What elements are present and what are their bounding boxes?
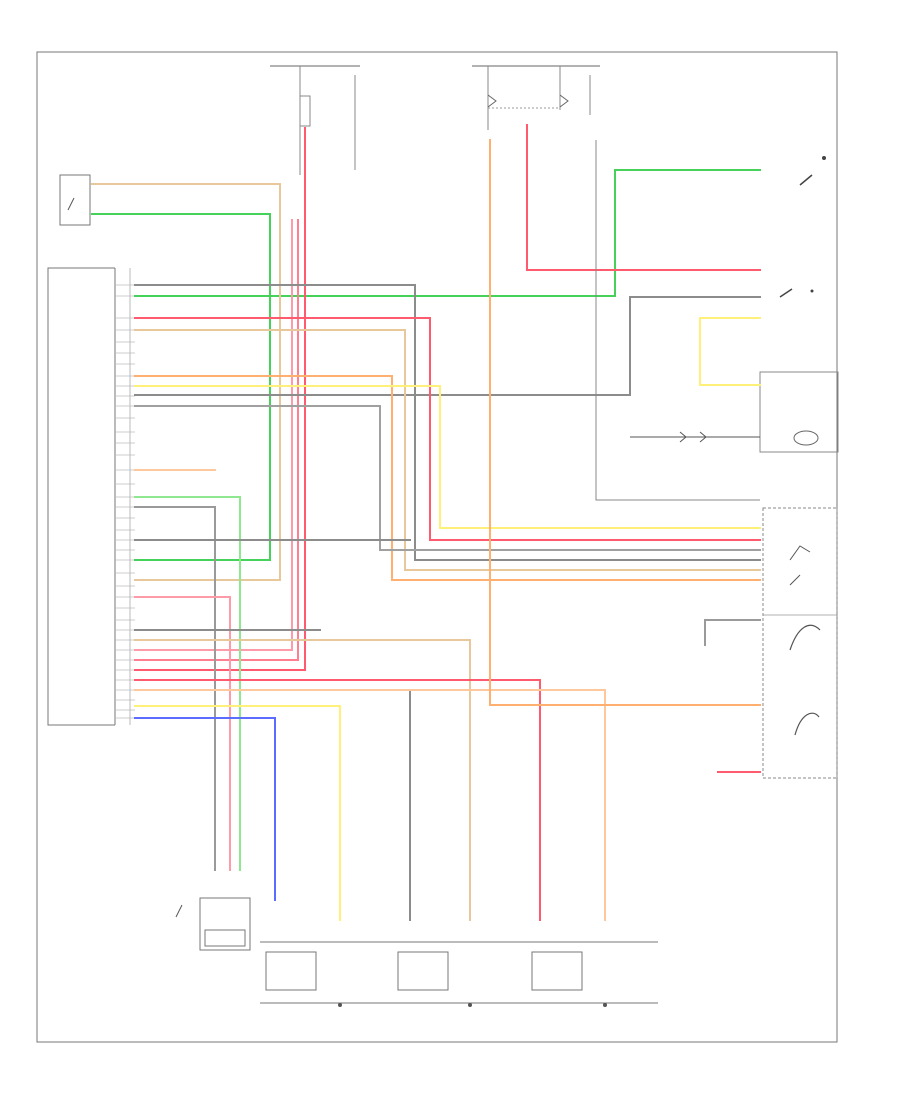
wire-red-top-right [526, 124, 761, 271]
wire-gray-690 [134, 689, 411, 921]
ground-points [338, 1003, 607, 1007]
bottom-left-connector [175, 897, 251, 951]
wire-tan-top [91, 183, 281, 581]
wire-red-680 [134, 679, 541, 921]
solenoid-pack [260, 941, 658, 1004]
top-left-sensor [59, 174, 91, 226]
wire-red-318 [134, 317, 761, 541]
wire-orange-long [489, 139, 761, 706]
wire-orange-376 [134, 375, 761, 581]
ecu-pin-ticks [115, 284, 135, 719]
wire-yellow-right [699, 317, 761, 386]
fuse-block-left [270, 65, 360, 175]
wire-yellow-386 [134, 385, 761, 529]
center-connector [630, 431, 760, 443]
diagram-frame [36, 51, 838, 1043]
wire-red-fuse-bundle [134, 127, 306, 671]
wire-tan-330 [134, 329, 761, 571]
wire-gray-406 [134, 405, 761, 551]
wire-gray-right-fuse [595, 140, 760, 501]
ecu-block [47, 267, 131, 726]
wire-pink-597 [134, 596, 231, 871]
wire-gray-507 [134, 506, 216, 871]
wire-gray-upper [134, 284, 761, 561]
fuse-block-right [472, 65, 600, 130]
right-switch-top [799, 156, 826, 186]
wire-gray-620 [704, 619, 761, 646]
wire-tan-640 [134, 639, 471, 921]
wire-yellow-706 [134, 705, 341, 921]
wire-orange-700 [134, 689, 606, 921]
right-component-box [759, 371, 839, 453]
wire-gray-right [134, 296, 761, 396]
wire-green-light-497 [134, 496, 241, 871]
transmission-range-switch [762, 507, 838, 779]
right-switch-2 [779, 288, 814, 298]
wire-green-top [91, 169, 761, 561]
wire-blue-718 [134, 717, 276, 901]
